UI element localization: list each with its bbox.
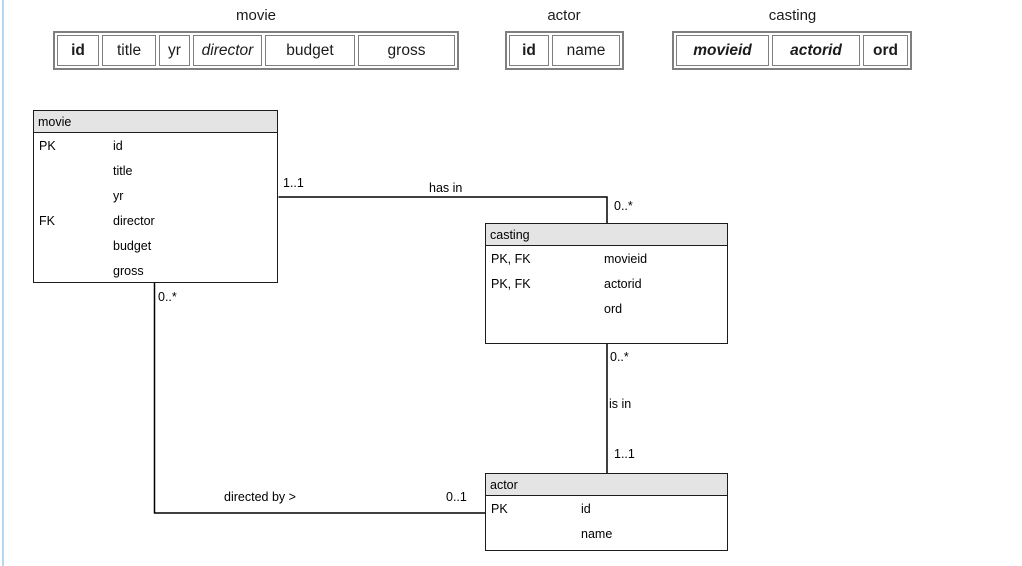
schema-column-actor-id: id: [509, 35, 549, 66]
entity-movie-row-yr: yr: [34, 183, 277, 208]
schema-column-movie-budget: budget: [265, 35, 355, 66]
key-flag: PK, FK: [491, 276, 531, 291]
schema-title-movie: movie: [235, 7, 276, 24]
cardinality-label-actor-side: 1..1: [614, 447, 635, 461]
cardinality-label-casting-side: 0..*: [610, 350, 629, 364]
cardinality-label-movie-side: 1..1: [283, 176, 304, 190]
attribute-name: gross: [113, 263, 144, 278]
relationship-name-has-in: has in: [429, 181, 463, 195]
relationship-line-has-in: [278, 196, 608, 223]
cardinality-label-movie-side: 0..*: [158, 290, 177, 304]
attribute-name: yr: [113, 188, 124, 203]
attribute-name: id: [113, 138, 123, 153]
schema-table-movie: id title yr director budget gross: [53, 31, 459, 70]
attribute-name: name: [581, 526, 613, 541]
key-flag: PK, FK: [491, 251, 531, 266]
relationship-line-directed-by: [153, 282, 485, 514]
schema-column-casting-ord: ord: [863, 35, 908, 66]
entity-movie: movie PK id title yr FK director budget …: [33, 110, 278, 283]
cardinality-label-casting-side: 0..*: [614, 199, 633, 213]
attribute-name: movieid: [604, 251, 648, 266]
schema-column-casting-actorid: actorid: [772, 35, 860, 66]
schema-title-casting: casting: [768, 7, 817, 24]
attribute-name: ord: [604, 301, 623, 316]
key-flag: PK: [39, 138, 56, 153]
entity-movie-row-id: PK id: [34, 133, 277, 158]
schema-column-casting-movieid: movieid: [676, 35, 769, 66]
schema-column-movie-id: id: [57, 35, 99, 66]
entity-movie-row-budget: budget: [34, 233, 277, 258]
schema-column-movie-title: title: [102, 35, 156, 66]
relationship-name-directed-by: directed by >: [224, 490, 296, 504]
entity-movie-row-gross: gross: [34, 258, 277, 283]
entity-casting-title: casting: [490, 227, 530, 242]
schema-column-movie-director: director: [193, 35, 262, 66]
entity-actor-row-id: PK id: [486, 496, 727, 521]
entity-movie-row-title: title: [34, 158, 277, 183]
schema-table-casting: movieid actorid ord: [672, 31, 912, 70]
entity-movie-row-director: FK director: [34, 208, 277, 233]
entity-casting-header: casting: [486, 224, 727, 246]
relationship-name-is-in: is in: [609, 397, 632, 411]
entity-casting-row-actorid: PK, FK actorid: [486, 271, 727, 296]
entity-movie-title: movie: [38, 114, 72, 129]
entity-casting: casting PK, FK movieid PK, FK actorid or…: [485, 223, 728, 344]
schema-column-actor-name: name: [552, 35, 620, 66]
attribute-name: title: [113, 163, 133, 178]
entity-actor-row-name: name: [486, 521, 727, 546]
schema-column-movie-yr: yr: [159, 35, 190, 66]
attribute-name: budget: [113, 238, 152, 253]
window-edge-stripe: [2, 0, 4, 566]
entity-movie-header: movie: [34, 111, 277, 133]
cardinality-label-actor-side: 0..1: [446, 490, 467, 504]
entity-actor-header: actor: [486, 474, 727, 496]
key-flag: FK: [39, 213, 55, 228]
entity-actor: actor PK id name: [485, 473, 728, 551]
attribute-name: director: [113, 213, 155, 228]
entity-actor-title: actor: [490, 477, 518, 492]
entity-casting-row-ord: ord: [486, 296, 727, 321]
attribute-name: actorid: [604, 276, 642, 291]
entity-casting-row-movieid: PK, FK movieid: [486, 246, 727, 271]
schema-column-movie-gross: gross: [358, 35, 455, 66]
schema-table-actor: id name: [505, 31, 624, 70]
schema-title-actor: actor: [547, 7, 581, 24]
key-flag: PK: [491, 501, 508, 516]
attribute-name: id: [581, 501, 591, 516]
